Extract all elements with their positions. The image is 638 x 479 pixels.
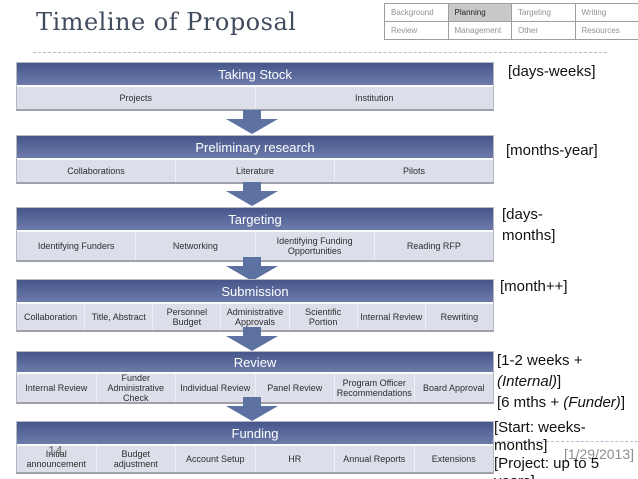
stage-cell: Title, Abstract [84,304,152,330]
stage-cell: Account Setup [175,446,255,472]
annotation-funding: [Start: weeks- months] [Project: up to 5… [494,419,600,479]
annotation-line: [1-2 weeks + [497,352,583,369]
stage-header: Submission [17,280,493,302]
stage-body: Internal Review Funder Administrative Ch… [17,372,494,403]
stage-submission: Submission Collaboration Title, Abstract… [16,279,494,332]
annotation-italic: (Internal) [497,373,558,390]
footer-divider [492,441,638,442]
stage-review: Review Internal Review Funder Administra… [16,351,494,404]
stage-cell: Initial announcement [26,449,87,469]
annotation-italic: (Funder) [563,394,621,411]
stage-cell: Internal Review [25,383,88,393]
stage-cell: Scientific Portion [288,304,357,330]
stage-cell: Institution [254,87,494,109]
slide-date: [1/29/2013] [563,446,634,462]
stage-cell: Board Approval [413,374,494,402]
stage-header: Preliminary research [17,136,493,158]
stage-cell: Budget adjustment [95,446,176,472]
annotation-submission: [month++] [500,278,568,295]
stage-targeting: Targeting Identifying Funders Networking… [16,207,494,262]
stage-taking-stock: Taking Stock Projects Institution [16,62,494,111]
legend-cell-other: Other [512,22,575,39]
stage-header: Targeting [17,208,493,230]
stage-cell: Funder Administrative Check [95,373,176,403]
annotation-review: [1-2 weeks + (Internal)] [6 mths + (Funder… [497,350,625,413]
stage-cell: Annual Reports [334,446,414,472]
stage-cell: Collaborations [67,166,125,176]
stage-body: Initial announcement Budget adjustment A… [17,444,493,472]
stage-cell: Pilots [334,160,493,182]
legend-cell-background: Background [385,4,448,21]
stage-cell: Extensions [413,446,494,472]
category-legend: Background Planning Targeting Writing Re… [384,3,638,40]
legend-cell-management: Management [448,22,511,39]
annotation-line: ] [557,373,562,390]
annotation-taking-stock: [days-weeks] [508,63,596,80]
stage-preliminary-research: Preliminary research Collaborations Lite… [16,135,494,184]
legend-cell-resources: Resources [575,22,638,39]
stage-cell: Identifying Funders [37,241,115,251]
annotation-line: [6 mths + [497,394,564,411]
down-arrow-icon [226,257,278,281]
stage-cell: Personnel Budget [152,304,220,330]
legend-cell-review: Review [385,22,448,39]
stage-header: Taking Stock [17,63,493,85]
stage-header: Funding [17,422,493,444]
stage-cell: Program Officer Recommendations [334,374,414,402]
annotation-line: ] [620,394,625,411]
down-arrow-icon [226,327,278,351]
stage-body: Identifying Funders Networking Identifyi… [17,230,493,260]
legend-cell-writing: Writing [575,4,638,21]
legend-cell-planning-active: Planning [448,4,511,21]
stage-header: Review [17,352,493,372]
stage-body: Collaboration Title, Abstract Personnel … [17,302,493,330]
slide-number: 14 [48,443,63,458]
down-arrow-icon [226,110,278,134]
stage-cell: Individual Review [175,374,255,402]
title-divider [33,52,607,53]
stage-cell: Projects [119,93,152,103]
page-title: Timeline of Proposal [36,8,297,36]
legend-cell-targeting: Targeting [512,4,575,21]
stage-cell: Internal Review [356,304,425,330]
stage-cell: HR [254,446,335,472]
annotation-targeting: [days- months] [502,206,556,244]
stage-body: Projects Institution [17,85,493,109]
stage-cell: Collaboration [24,312,78,322]
stage-cell: Networking [135,232,254,260]
stage-body: Collaborations Literature Pilots [17,158,493,182]
down-arrow-icon [226,182,278,206]
stage-funding: Funding Initial announcement Budget adju… [16,421,494,474]
annotation-preliminary-research: [months-year] [506,142,598,159]
down-arrow-icon [226,397,278,421]
stage-cell: Administrative Approvals [220,304,288,330]
stage-cell: Reading RFP [373,232,493,260]
stage-cell: Rewriting [424,304,493,330]
stage-cell: Panel Review [254,374,335,402]
stage-cell: Identifying Funding Opportunities [254,232,374,260]
stage-cell: Literature [175,160,334,182]
